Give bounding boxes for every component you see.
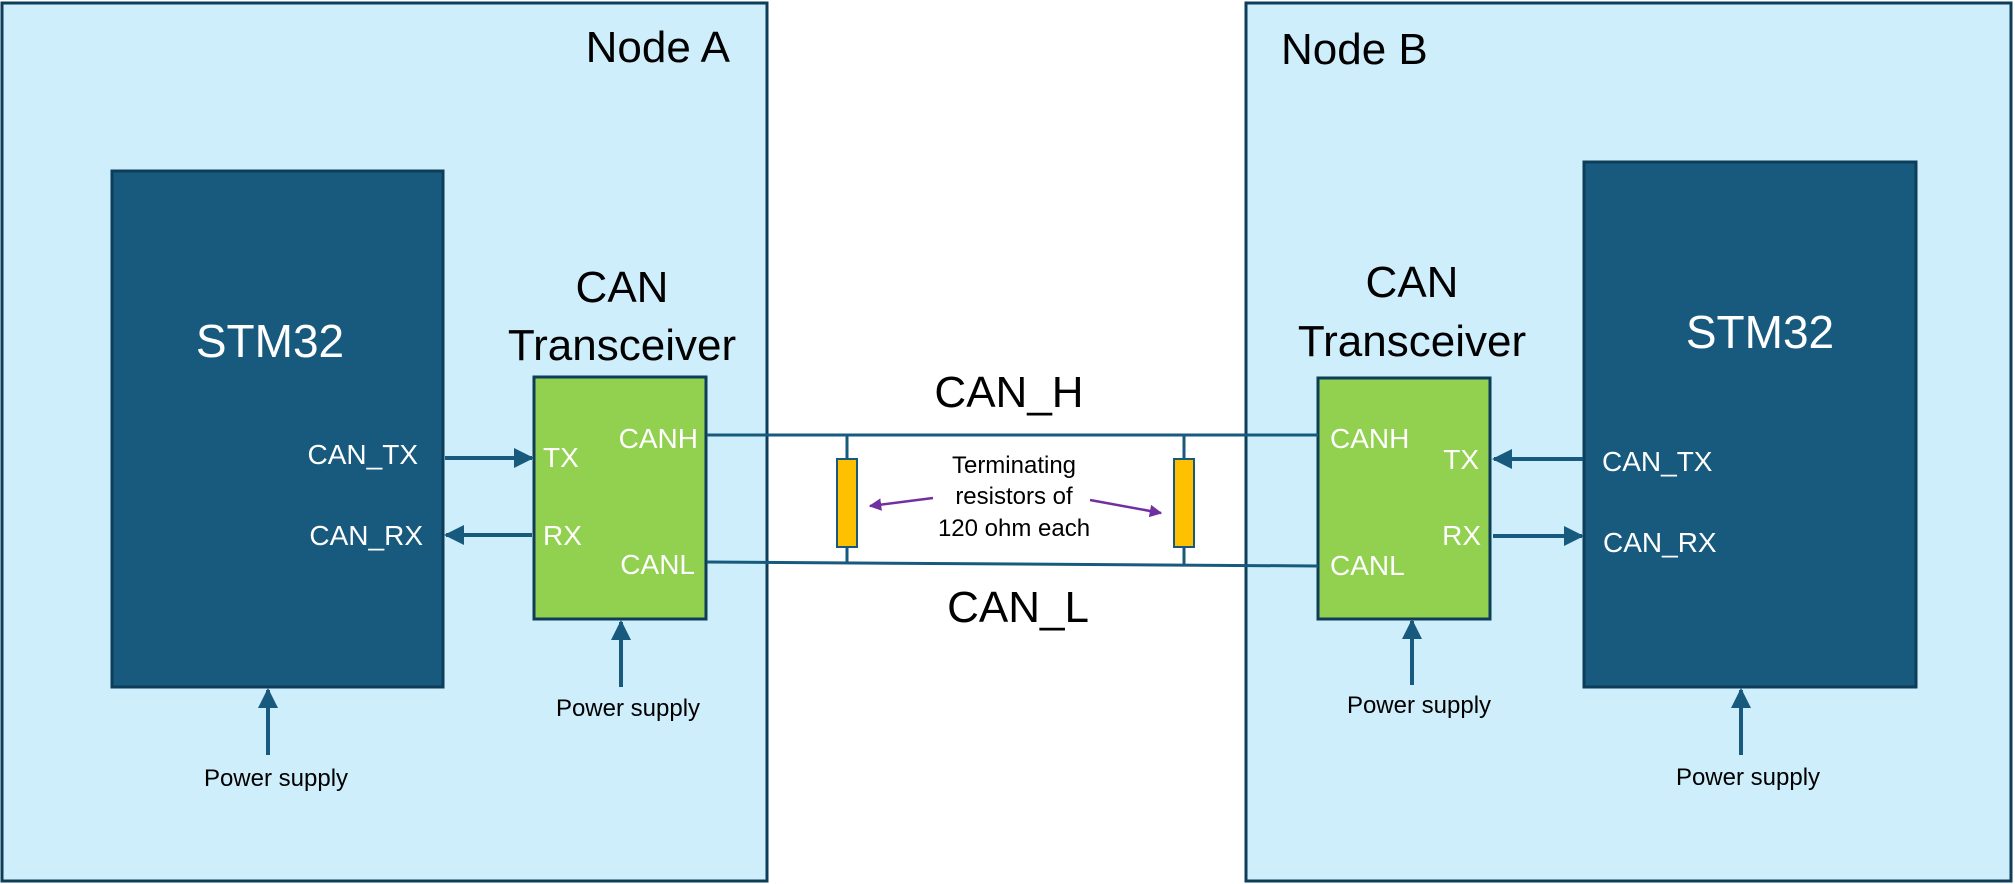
node-a-transceiver-canl-label: CANL <box>620 549 695 580</box>
node-b-transceiver-block <box>1316 376 1492 621</box>
node-a-transceiver-title-line1: CAN <box>576 263 669 312</box>
resistor-note-line1: Terminating <box>952 452 1076 479</box>
node-a-transceiver-title-line2: Transceiver <box>508 321 736 370</box>
resistor-note-line2: resistors of <box>955 483 1073 510</box>
left-terminating-resistor <box>836 458 858 548</box>
node-a-transceiver-rx-label: RX <box>543 520 582 551</box>
node-b-transceiver-tx-label: TX <box>1443 444 1479 475</box>
node-b-mcu-can-tx-label: CAN_TX <box>1602 446 1713 477</box>
can-l-wire <box>706 560 1319 568</box>
node-b: Node B CAN Transceiver CANH CANL TX RX P… <box>1244 1 2013 883</box>
node-a-mcu-can-tx-label: CAN_TX <box>308 439 419 470</box>
node-b-transceiver-title-line2: Transceiver <box>1298 317 1526 366</box>
resistor-note-left-arrow <box>868 496 934 511</box>
resistor-note-line3: 120 ohm each <box>938 515 1090 542</box>
node-b-transceiver-canl-label: CANL <box>1330 550 1405 581</box>
node-b-transceiver-canh-label: CANH <box>1330 423 1409 454</box>
node-a-stm32-label: STM32 <box>196 315 344 367</box>
can-l-label: CAN_L <box>947 583 1089 632</box>
node-b-transceiver-rx-label: RX <box>1442 520 1481 551</box>
node-b-transceiver-power-label: Power supply <box>1347 692 1491 719</box>
can-bus: CAN_H CAN_L Terminating resistors of 120… <box>706 368 1319 632</box>
can-h-label: CAN_H <box>934 368 1083 417</box>
node-a-transceiver-power-label: Power supply <box>556 695 700 722</box>
node-b-title: Node B <box>1281 25 1428 74</box>
node-a-title: Node A <box>586 23 731 72</box>
node-b-mcu-can-rx-label: CAN_RX <box>1603 527 1717 558</box>
node-a-mcu-power-label: Power supply <box>204 765 348 792</box>
right-terminating-resistor <box>1173 458 1195 548</box>
node-a-stm32-block <box>110 169 445 689</box>
node-b-stm32-block <box>1582 160 1918 689</box>
node-a-transceiver-canh-label: CANH <box>619 423 698 454</box>
node-b-stm32-label: STM32 <box>1686 306 1834 358</box>
node-b-transceiver-title-line1: CAN <box>1366 258 1459 307</box>
node-a: Node A STM32 CAN_TX CAN_RX Power supply … <box>0 1 769 883</box>
node-a-mcu-can-rx-label: CAN_RX <box>309 520 423 551</box>
node-b-mcu-power-label: Power supply <box>1676 764 1820 791</box>
resistor-note-right-arrow <box>1089 498 1163 518</box>
node-a-transceiver-tx-label: TX <box>543 442 579 473</box>
node-a-transceiver-block <box>532 375 708 621</box>
